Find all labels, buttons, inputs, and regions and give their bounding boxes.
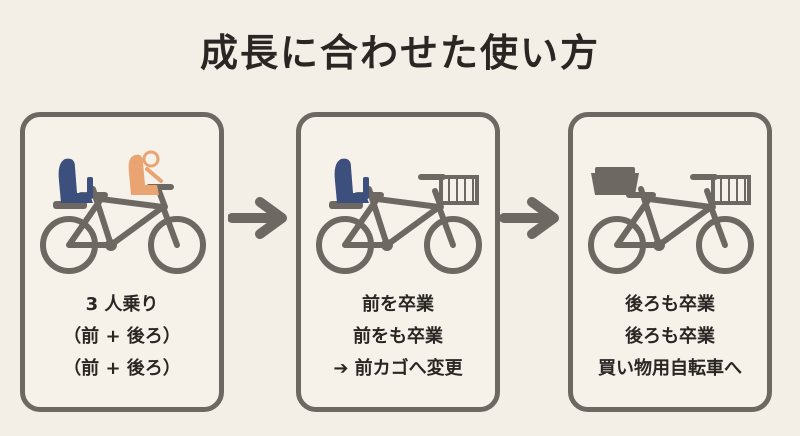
panel-2-line-2: 前をも卒業: [353, 326, 443, 347]
bicycle-icon: [588, 167, 754, 274]
panel-1-line-2: （前 + 後ろ）: [63, 326, 181, 347]
bicycle-icon: [316, 158, 482, 274]
arrow-right-icon: [228, 197, 287, 239]
front-basket-icon: [439, 175, 479, 205]
panel-2-line-3: ➔ 前カゴへ変更: [333, 358, 463, 379]
child-seat-rear-icon: [329, 158, 369, 209]
bicycle-icon: [40, 150, 206, 274]
panel-3-line-2: 後ろも卒業: [625, 326, 715, 347]
arrow-right-icon: [500, 197, 559, 239]
panel-1-line-1: 3 人乗り: [85, 294, 159, 315]
panel-1-line-3: （前 + 後ろ）: [63, 358, 181, 379]
page-title: 成長に合わせた使い方: [199, 31, 600, 75]
panel-2-line-1: 前を卒業: [362, 294, 434, 315]
front-basket-icon: [711, 175, 751, 205]
stage-panel-3: 後ろも卒業 後ろも卒業 買い物用自転車へ: [568, 112, 772, 412]
panel-3-line-1: 後ろも卒業: [625, 294, 715, 315]
child-seat-rear-icon: [53, 158, 93, 209]
stage-panel-1: 3 人乗り （前 + 後ろ） （前 + 後ろ）: [20, 112, 224, 412]
rear-basket-icon: [591, 167, 639, 195]
panel-3-line-3: 買い物用自転車へ: [598, 358, 742, 379]
child-seat-front-icon: [128, 150, 163, 195]
stage-panel-2: 前を卒業 前をも卒業 ➔ 前カゴへ変更: [296, 112, 500, 412]
